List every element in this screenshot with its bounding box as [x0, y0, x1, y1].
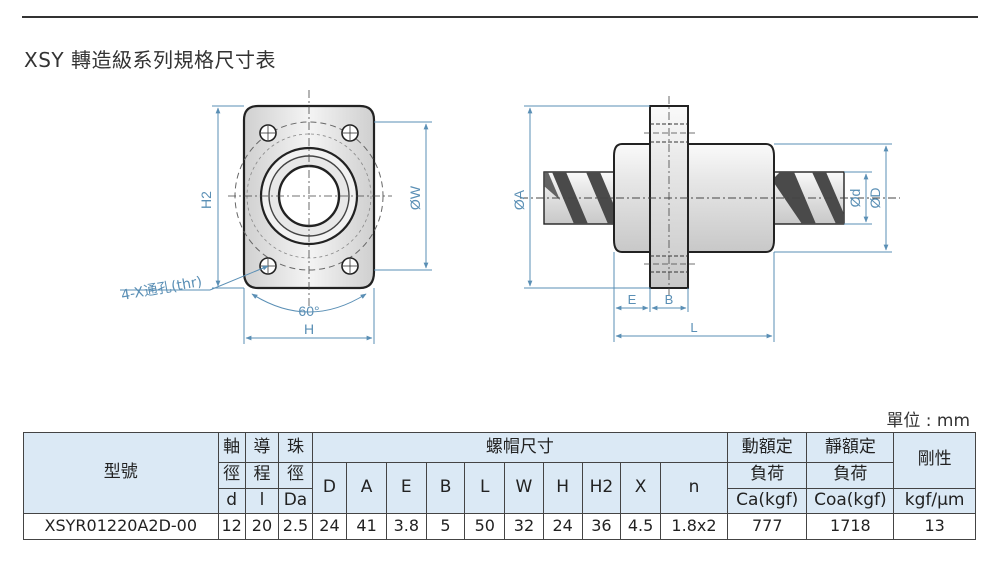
dim-e-label: E [628, 292, 637, 307]
dim-w-label: ØW [407, 185, 423, 210]
header-col-E: E [385, 462, 427, 514]
cell-B: 5 [425, 512, 466, 541]
dim-l-label: L [690, 320, 697, 335]
dim-a-label: ØA [511, 189, 527, 210]
table-row: XSYR01220A2D-00 12 20 2.5 24 41 3.8 5 50… [23, 512, 976, 541]
dim-h-label: H [304, 321, 314, 337]
header-dynamic-1: 動額定 [726, 431, 808, 464]
spec-table: 型號 軸 導 珠 螺帽尺寸 動額定 靜額定 剛性 徑 程 徑 D A E B L… [23, 431, 976, 541]
cell-ca: 777 [726, 512, 808, 541]
header-shaft-3: d [217, 487, 246, 514]
header-static-2: 負荷 [806, 462, 895, 489]
header-rigidity-2: kgf/μm [893, 487, 976, 514]
page-title: XSY 轉造級系列規格尺寸表 [24, 48, 276, 72]
header-nut-group: 螺帽尺寸 [311, 431, 728, 464]
side-view: ØA Ød ØD E B L [511, 96, 900, 342]
header-model: 型號 [23, 432, 219, 514]
front-view: H2 ØW H 60° 4-X通孔(thr) [120, 90, 432, 344]
top-rule [22, 16, 978, 18]
cell-H: 24 [542, 512, 583, 541]
cell-d: 12 [217, 512, 246, 541]
header-ball-3: Da [278, 487, 313, 514]
cell-A: 41 [346, 512, 387, 541]
cell-coa: 1718 [806, 512, 895, 541]
technical-drawing: H2 ØW H 60° 4-X通孔(thr) [120, 90, 900, 344]
header-col-B: B [425, 462, 466, 514]
header-lead-2: 程 [244, 462, 280, 489]
hole-note-label: 4-X通孔(thr) [120, 274, 203, 304]
cell-W: 32 [504, 512, 544, 541]
header-col-A: A [346, 462, 387, 514]
header-shaft-2: 徑 [217, 462, 246, 489]
header-col-n: n [659, 462, 728, 514]
cell-da: 2.5 [278, 512, 313, 541]
cell-rigidity: 13 [893, 512, 976, 541]
header-shaft-1: 軸 [217, 431, 246, 464]
cell-model: XSYR01220A2D-00 [23, 512, 219, 541]
header-col-D: D [311, 462, 348, 514]
cell-L: 50 [464, 512, 506, 541]
header-static-1: 靜額定 [806, 431, 895, 464]
header-col-W: W [504, 462, 544, 514]
cell-D: 24 [311, 512, 348, 541]
dim-D-label: ØD [867, 188, 883, 209]
cell-X: 4.5 [620, 512, 661, 541]
cell-n: 1.8x2 [659, 512, 728, 541]
angle-label: 60° [298, 303, 319, 319]
header-ball-2: 徑 [278, 462, 313, 489]
dim-b-label: B [665, 292, 674, 307]
header-static-3: Coa(kgf) [806, 487, 895, 514]
header-col-H2: H2 [581, 462, 622, 514]
header-lead-1: 導 [244, 431, 280, 464]
dim-d-label: Ød [847, 189, 863, 208]
header-lead-3: l [244, 487, 280, 514]
header-dynamic-3: Ca(kgf) [726, 487, 808, 514]
dim-h2-label: H2 [198, 191, 214, 209]
header-col-X: X [620, 462, 661, 514]
cell-H2: 36 [581, 512, 622, 541]
cell-lead: 20 [244, 512, 280, 541]
cell-E: 3.8 [385, 512, 427, 541]
header-col-L: L [464, 462, 506, 514]
header-ball-1: 珠 [278, 431, 313, 464]
header-rigidity-1: 剛性 [893, 432, 976, 489]
unit-note: 單位 : mm [886, 411, 970, 431]
header-col-H: H [542, 462, 583, 514]
header-dynamic-2: 負荷 [726, 462, 808, 489]
